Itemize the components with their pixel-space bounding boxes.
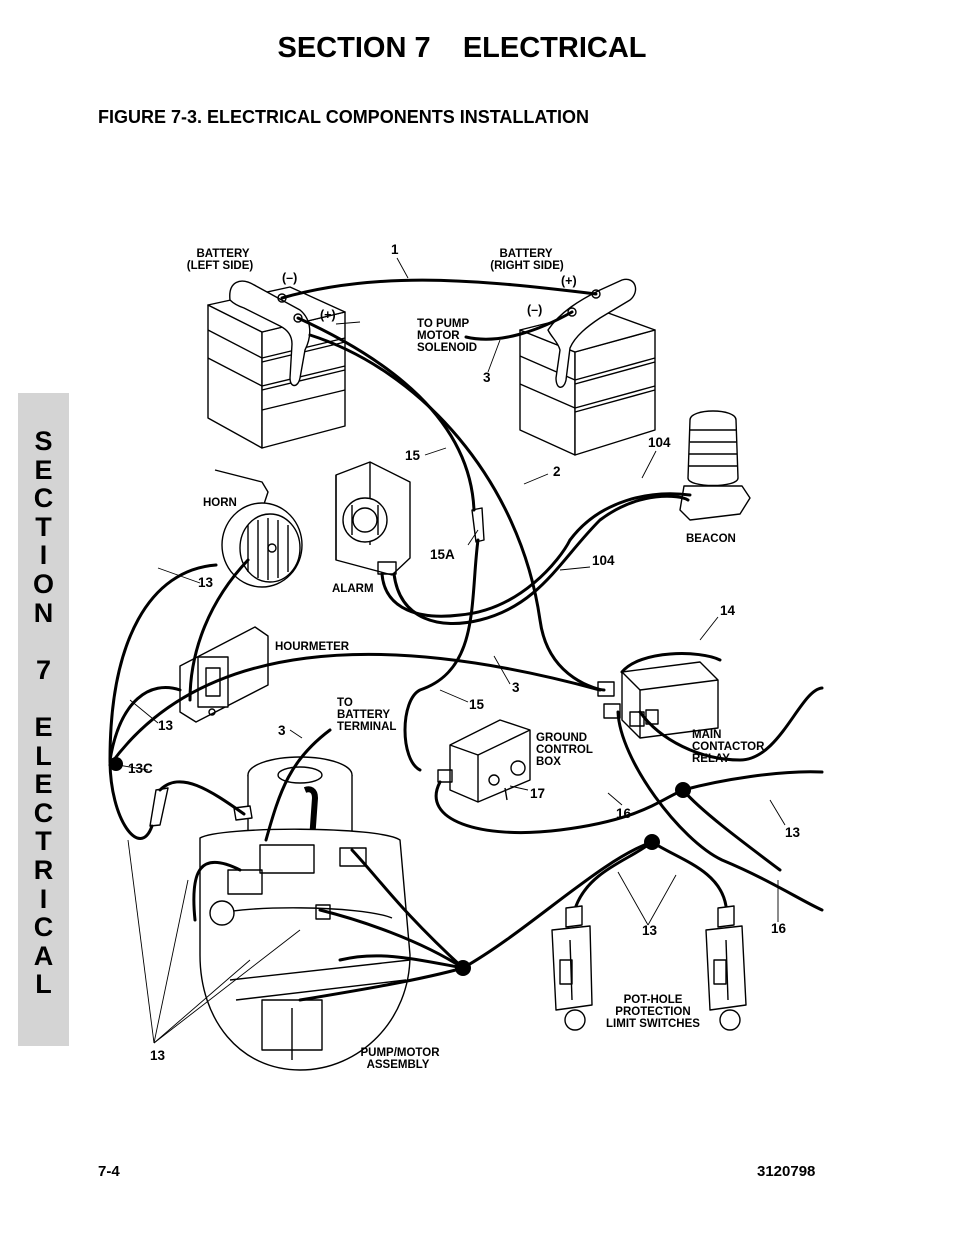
side-tab-letter: L [35,969,52,1000]
side-tab-letters: S E C T I O N 7 E L E C T R I C A L [18,427,69,999]
junction-dots [109,757,691,976]
callout-14: 14 [720,603,736,618]
limit-switch-right-drawing [705,905,747,1031]
junction-dot [644,834,660,850]
to-battery-label-1: TO [337,697,353,709]
beacon-label: BEACON [686,533,736,545]
horn-label: HORN [203,497,237,509]
side-tab-letter: O [32,568,54,599]
alarm-label: ALARM [332,583,374,595]
callout-1: 1 [391,242,399,257]
side-tab-letter: N [33,597,54,628]
horn-drawing [214,469,303,588]
pot-hole-label-1: POT-HOLE [624,994,683,1006]
callout-17: 17 [530,786,545,801]
to-pump-label-3: SOLENOID [417,342,477,354]
right-battery-drawing [519,278,656,456]
pot-hole-label-2: PROTECTION [615,1006,690,1018]
side-tab-letter: E [34,454,53,485]
cables [108,278,824,1002]
side-tab-letter: C [33,797,54,828]
battery-left-label: BATTERY [196,248,249,260]
alarm-drawing [335,461,411,576]
callout-13: 13 [158,718,174,733]
left-battery-drawing [207,280,346,449]
callout-leaders [117,257,786,1044]
side-tab-letter: A [33,940,54,971]
hourmeter-drawing [179,626,269,723]
side-tab-letter: I [39,883,48,914]
callout-13: 13 [150,1048,166,1063]
connector-15a [471,507,485,543]
pot-hole-label-3: LIMIT SWITCHES [606,1018,700,1030]
main-contactor-relay-label-2: CONTACTOR [692,741,765,753]
pump-motor-label-2: ASSEMBLY [367,1059,430,1071]
callout-13: 13 [642,923,658,938]
callout-15a: 15A [430,547,455,562]
callout-16: 16 [771,921,787,936]
side-tab-letter: E [34,769,53,800]
callout-13c: 13C [128,761,153,776]
callout-3: 3 [483,370,491,385]
callout-104: 104 [648,435,671,450]
hourmeter-label: HOURMETER [275,641,350,653]
section-title: SECTION 7 ELECTRICAL [277,32,647,64]
side-tab-letter: T [35,826,52,857]
ground-control-box-label-1: GROUND [536,732,587,744]
callout-13: 13 [785,825,801,840]
document-number: 3120798 [757,1163,816,1180]
connector-13c [149,787,169,827]
side-tab-letter: L [35,740,52,771]
side-tab-letter: I [39,540,48,571]
terminal-pos-right: (+) [561,274,577,288]
section-side-tab: S E C T I O N 7 E L E C T R I C A L [18,393,69,1046]
side-tab-letter: C [33,483,54,514]
junction-dot [109,757,123,771]
callout-16: 16 [616,806,632,821]
side-tab-letter: C [33,912,54,943]
to-battery-label-2: BATTERY [337,709,390,721]
figure-title: FIGURE 7-3. ELECTRICAL COMPONENTS INSTAL… [98,107,590,127]
to-battery-label-3: TERMINAL [337,721,396,733]
main-contactor-relay-drawing [597,661,719,739]
side-tab-letter: T [35,511,52,542]
side-tab-letter: S [34,426,53,456]
to-pump-label-2: MOTOR [417,330,460,342]
terminal-neg-right: (–) [527,303,542,317]
callout-104: 104 [592,553,615,568]
terminal-neg-left: (–) [282,271,297,285]
callout-15: 15 [405,448,421,463]
ground-control-box-drawing [437,719,531,803]
callout-15: 15 [469,697,485,712]
callout-2: 2 [553,464,561,479]
beacon-drawing [679,410,751,521]
battery-right-sublabel: (RIGHT SIDE) [490,260,564,272]
callout-13: 13 [198,575,214,590]
battery-left-sublabel: (LEFT SIDE) [187,260,254,272]
ground-control-box-label-2: CONTROL [536,744,593,756]
pump-motor-label-1: PUMP/MOTOR [360,1047,440,1059]
limit-switch-left-drawing [551,905,593,1031]
main-contactor-relay-label-3: RELAY [692,753,730,765]
callout-3: 3 [278,723,286,738]
junction-dot [455,960,471,976]
battery-right-label: BATTERY [499,248,552,260]
ground-control-box-label-3: BOX [536,756,561,768]
main-contactor-relay-label-1: MAIN [692,729,721,741]
junction-dot [675,782,691,798]
side-tab-letter: R [33,854,54,885]
to-pump-label-1: TO PUMP [417,318,470,330]
side-tab-letter: E [34,711,53,742]
pump-motor-assembly-drawing [199,756,411,1071]
callout-3: 3 [512,680,520,695]
page-number: 7-4 [98,1163,120,1180]
terminal-pos-left: (+) [320,308,336,322]
side-tab-letter: 7 [35,654,52,685]
